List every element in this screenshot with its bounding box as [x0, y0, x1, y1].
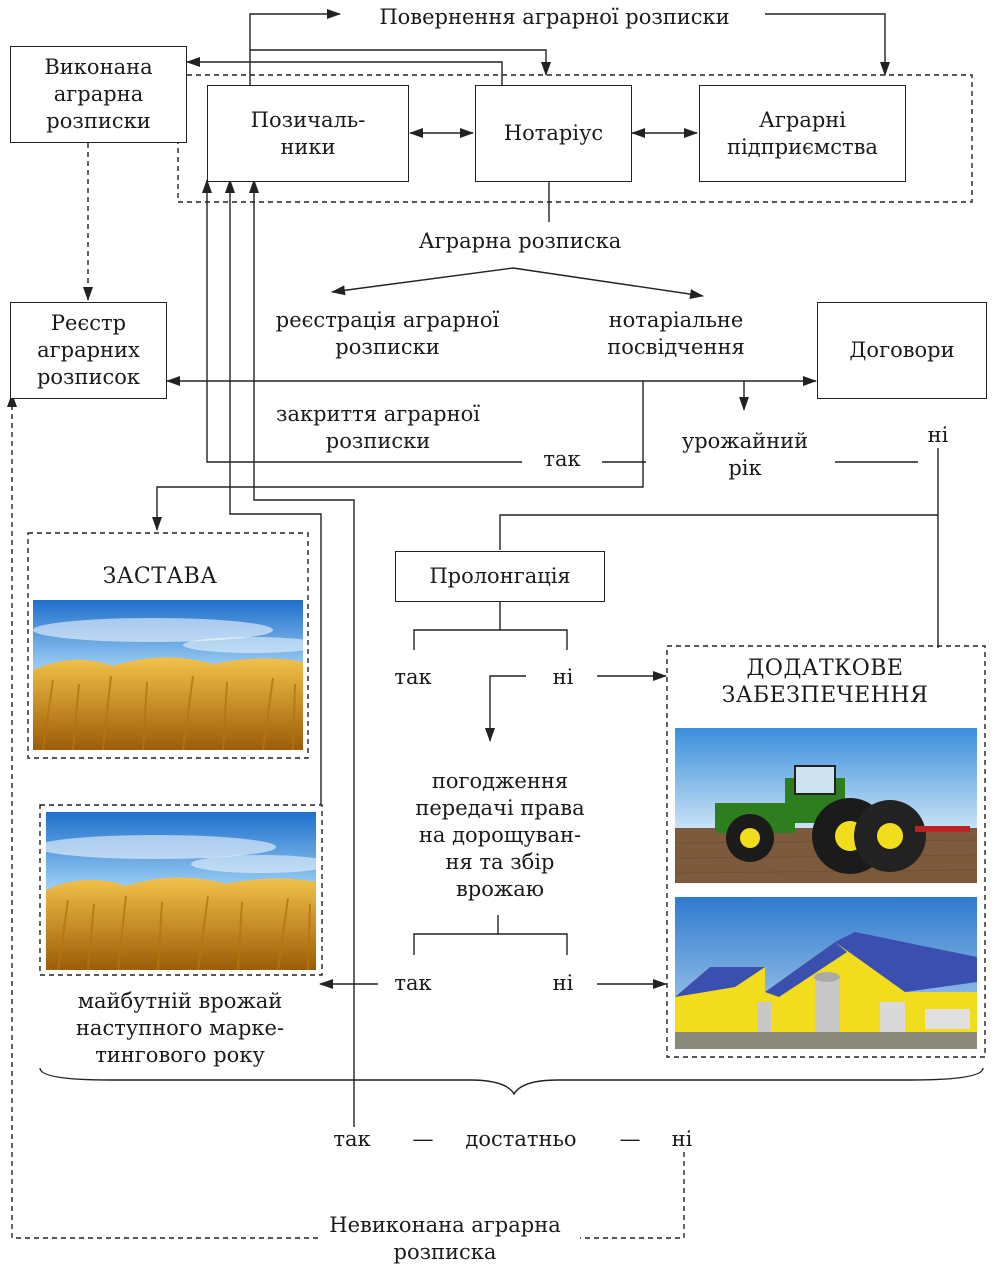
borrowers-label: Позичаль- ники	[250, 107, 366, 159]
summary-brace	[39, 1067, 984, 1096]
barn-photo	[675, 897, 977, 1049]
completed-receipt-box: Виконана аграрна розписки	[10, 46, 187, 143]
additional-security-border	[666, 645, 986, 1058]
notary-box: Нотаріус	[475, 85, 632, 182]
tractor-photo	[675, 728, 977, 883]
no-to-prolongation	[499, 514, 938, 550]
closing-label: закриття аграрної розписки	[276, 402, 480, 453]
notarization-label: нотаріальне посвідчення	[607, 308, 745, 359]
notary-to-completed	[186, 57, 503, 85]
transfer-fork	[413, 915, 568, 955]
sufficient-yes-label: так	[333, 1127, 371, 1151]
unfulfilled-left	[6, 393, 318, 1239]
prolong-yes-label: так	[394, 665, 432, 689]
prolong-no-to-transfer	[485, 675, 526, 742]
notary-label: Нотаріус	[503, 121, 604, 145]
dash-left: —	[412, 1127, 434, 1151]
harvest-year-label: урожайний рік	[681, 429, 809, 480]
unfulfilled-right	[580, 1152, 685, 1239]
future-harvest-box-border	[39, 804, 323, 976]
additional-security-title: ДОДАТКОВЕ ЗАБЕЗПЕЧЕННЯ	[721, 656, 929, 708]
participants-group-border	[177, 74, 973, 203]
agro-enterprises-label: Аграрні підприємства	[727, 107, 878, 159]
agrarian-receipt-label: Аграрна розписка	[418, 229, 622, 253]
sufficient-yes-to-borrowers	[249, 179, 355, 1127]
dash-right: —	[619, 1127, 641, 1151]
prolongation-label: Пролонгація	[429, 564, 571, 588]
registration-label: реєстрація аграрної розписки	[275, 308, 500, 359]
return-receipt-label: Повернення аграрної розписки	[379, 5, 730, 29]
borrowers-box: Позичаль- ники	[207, 85, 409, 182]
sufficient-no-label: ні	[671, 1127, 693, 1151]
future-harvest-label: майбутній врожай наступного марке- тинго…	[75, 989, 285, 1067]
registry-label: Реєстр аграрних розписок	[36, 311, 141, 389]
transfer-no-label: ні	[552, 971, 574, 995]
harvest-yes-label: так	[543, 447, 581, 471]
branch-notarization	[512, 267, 704, 300]
future-to-borrowers	[225, 179, 322, 805]
collateral-title: ЗАСТАВА	[102, 564, 218, 589]
wheat-photo-future-harvest	[46, 812, 316, 970]
transfer-rights-label: погодження передачі права на дорощуван- …	[415, 769, 585, 901]
harvest-to-pledge	[152, 381, 644, 531]
unfulfilled-label: Невиконана аграрна розписка	[329, 1213, 561, 1264]
transfer-yes-label: так	[394, 971, 432, 995]
return-line-right	[765, 13, 890, 76]
agro-enterprises-box: Аграрні підприємства	[699, 85, 906, 182]
contracts-box: Договори	[817, 302, 987, 399]
prolong-no-label: ні	[552, 665, 574, 689]
wheat-photo-pledge	[33, 600, 303, 750]
pledge-box-border	[27, 532, 309, 759]
harvest-no-label: ні	[927, 423, 949, 447]
branch-registration	[331, 267, 514, 296]
contracts-label: Договори	[849, 338, 955, 362]
yes-to-borrowers	[202, 179, 522, 463]
prolongation-box: Пролонгація	[395, 551, 605, 602]
registry-box: Реєстр аграрних розписок	[10, 302, 167, 399]
prolong-fork	[413, 601, 568, 650]
completed-receipt-label: Виконана аграрна розписки	[44, 55, 153, 133]
sufficient-label: достатньо	[465, 1127, 577, 1151]
return-to-notary	[250, 49, 551, 76]
